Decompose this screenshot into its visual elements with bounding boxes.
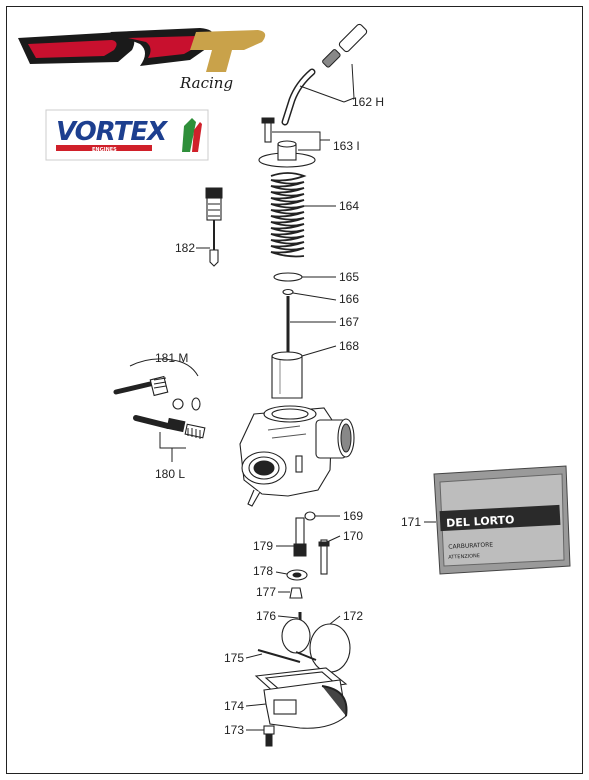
callout-163: 163 I bbox=[333, 139, 360, 153]
part-174-float-bowl bbox=[245, 667, 348, 729]
callout-170: 170 bbox=[343, 529, 363, 543]
bag-label-line2: ATTENZIONE bbox=[448, 553, 480, 561]
part-163-carb-cap bbox=[258, 117, 330, 168]
callout-164: 164 bbox=[339, 199, 359, 213]
part-168-throttle-slide bbox=[271, 345, 337, 399]
callout-168: 168 bbox=[339, 339, 359, 353]
callout-181: 181 M bbox=[155, 351, 188, 365]
part-162-choke-tube bbox=[281, 23, 368, 126]
part-173-drain-screw bbox=[246, 725, 275, 747]
callout-171: 171 bbox=[401, 515, 421, 529]
part-166-needle-clip bbox=[282, 288, 294, 296]
callout-173: 173 bbox=[224, 723, 244, 737]
callout-177: 177 bbox=[256, 585, 276, 599]
drr-racing-logo: Racing bbox=[18, 28, 266, 92]
bag-label-line1: CARBURATORE bbox=[448, 541, 493, 550]
part-171-gasket-kit-bag: DEL LORTO CARBURATORE ATTENZIONE bbox=[424, 465, 571, 575]
part-169-o-ring bbox=[304, 511, 316, 521]
part-172-float bbox=[281, 615, 351, 673]
vortex-engines-logo: VORTEX ENGINES bbox=[45, 109, 209, 161]
callout-162: 162 H bbox=[352, 95, 384, 109]
callout-179: 179 bbox=[253, 539, 273, 553]
callout-165: 165 bbox=[339, 270, 359, 284]
racing-wordmark: Racing bbox=[179, 74, 233, 92]
part-165-washer bbox=[273, 272, 303, 282]
vortex-wordmark: VORTEX bbox=[56, 117, 169, 147]
part-170-needle-jet bbox=[318, 535, 341, 575]
callout-174: 174 bbox=[224, 699, 244, 713]
part-175-float-pin bbox=[257, 649, 301, 663]
callout-166: 166 bbox=[339, 292, 359, 306]
callout-178: 178 bbox=[253, 564, 273, 578]
part-164-throttle-spring bbox=[270, 172, 336, 258]
callout-167: 167 bbox=[339, 315, 359, 329]
callout-182: 182 bbox=[175, 241, 195, 255]
part-182-starter-plunger bbox=[196, 187, 223, 267]
carburetor-body bbox=[239, 405, 355, 507]
callout-175: 175 bbox=[224, 651, 244, 665]
part-179-atomizer bbox=[276, 517, 307, 557]
callout-172: 172 bbox=[343, 609, 363, 623]
part-180-air-screw-set bbox=[133, 415, 206, 462]
vortex-subtitle: ENGINES bbox=[92, 147, 117, 153]
dellorto-wordmark: DEL LORTO bbox=[446, 513, 515, 530]
callout-180: 180 L bbox=[155, 467, 185, 481]
part-177-main-jet bbox=[289, 587, 303, 599]
callout-176: 176 bbox=[256, 609, 276, 623]
part-181-idle-screw-set bbox=[113, 358, 201, 411]
callout-169: 169 bbox=[343, 509, 363, 523]
